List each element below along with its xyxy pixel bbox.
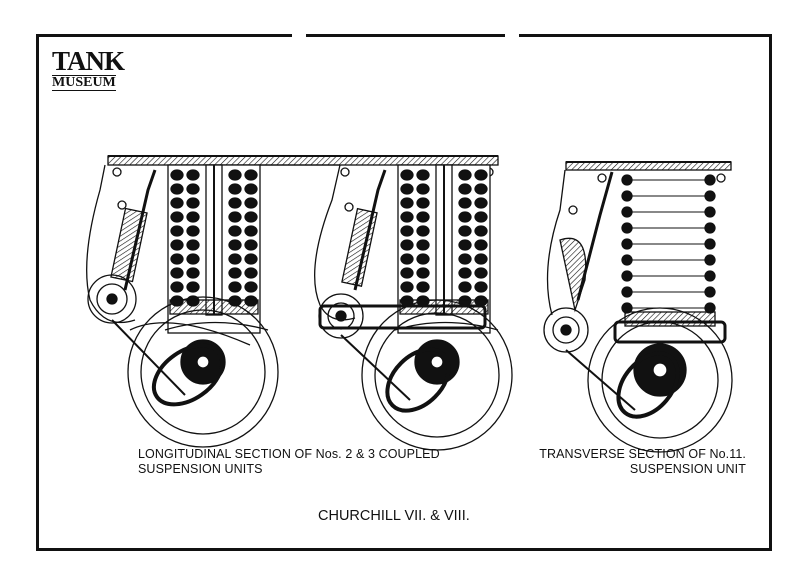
- caption-line: SUSPENSION UNIT: [629, 462, 746, 476]
- frame-gap: [505, 31, 519, 39]
- caption-line: TRANSVERSE SECTION OF No.11.: [539, 447, 746, 461]
- longitudinal-section-drawing: [86, 155, 513, 451]
- caption-line: LONGITUDINAL SECTION OF Nos. 2 & 3 COUPL…: [138, 447, 440, 461]
- logo-line-1: TANK: [52, 46, 125, 76]
- drawing-title: CHURCHILL VII. & VIII.: [318, 508, 470, 524]
- longitudinal-section-caption: LONGITUDINAL SECTION OF Nos. 2 & 3 COUPL…: [138, 447, 440, 477]
- tank-museum-logo: TANK MUSEUM: [50, 46, 140, 94]
- caption-line: SUSPENSION UNITS: [138, 462, 263, 476]
- transverse-section-caption: TRANSVERSE SECTION OF No.11. SUSPENSION …: [532, 447, 746, 477]
- frame-gap: [292, 31, 306, 39]
- logo-line-2: MUSEUM: [52, 75, 116, 91]
- drawing-frame: [36, 34, 772, 551]
- transverse-section-drawing: [543, 161, 733, 453]
